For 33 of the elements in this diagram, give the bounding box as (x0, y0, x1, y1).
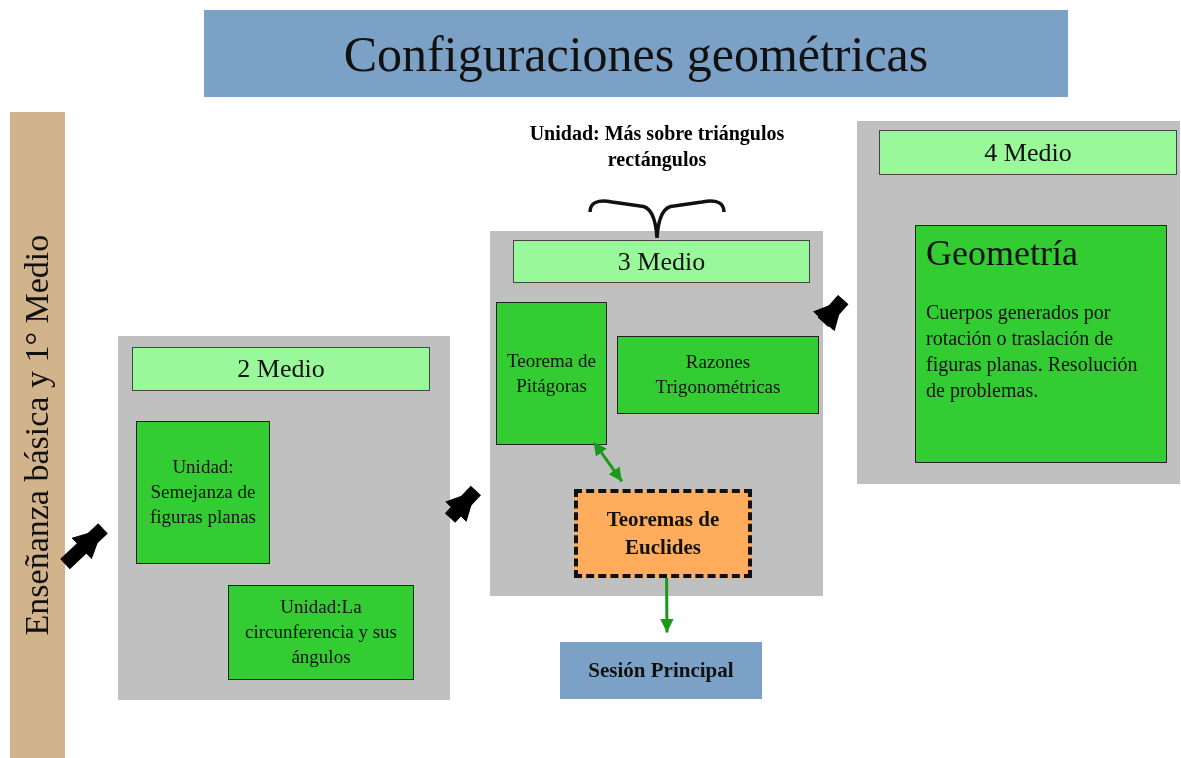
grade-header (879, 130, 1177, 175)
arrow (660, 578, 674, 633)
unit-box (136, 421, 270, 564)
node-label: 2 Medio (237, 353, 325, 386)
node-label: Sesión Principal (588, 656, 734, 684)
session-box (560, 642, 762, 699)
level-band (10, 112, 65, 758)
unit-box (617, 336, 819, 414)
block-arrow (812, 295, 849, 332)
unit-label: Unidad: Más sobre triángulos rectángulos (528, 121, 786, 172)
unit-box (496, 302, 607, 445)
grade-panel (857, 121, 1180, 484)
title-banner: Configuraciones geométricas (204, 10, 1068, 97)
node-label: Razones Trigonométricas (654, 350, 782, 399)
block-arrow (60, 523, 108, 570)
topic-box (915, 225, 1167, 463)
band-label: Enseñanza básica y 1° Medio (17, 234, 57, 636)
unit-box (228, 585, 414, 680)
node-label: 4 Medio (984, 136, 1072, 169)
grade-header (513, 240, 810, 283)
node-label: Teorema de Pitágoras (506, 348, 597, 398)
highlight-box (574, 489, 752, 578)
grade-panel (490, 231, 823, 596)
grade-header (132, 347, 430, 391)
node-label: Unidad:La circunferencia y sus ángulos (244, 595, 398, 669)
topic-description: Cuerpos generados por rotación o traslación de figuras planas. Resolución de problemas. (926, 299, 1139, 403)
topic-heading: Geometría (926, 232, 1078, 275)
node-label: Unidad: Semejanza de figuras planas (148, 455, 258, 529)
grade-panel (118, 336, 450, 700)
arrow (593, 441, 624, 483)
node-label: 3 Medio (617, 245, 706, 278)
node-label: Teoremas de Euclides (605, 506, 721, 561)
block-arrow (444, 485, 481, 523)
